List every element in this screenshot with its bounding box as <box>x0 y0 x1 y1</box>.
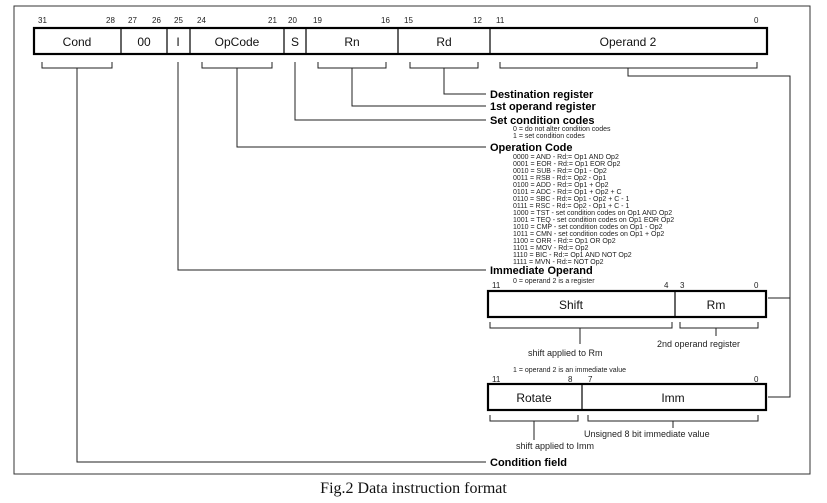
label-set-condition-codes: Set condition codes <box>490 115 595 127</box>
opcode-item: 1001 = TEQ - set condition codes on Op1 … <box>513 217 674 224</box>
imm-bit-0: 0 <box>754 375 759 384</box>
field-rm: Rm <box>707 298 726 312</box>
opcode-item: 1010 = CMP - set condition codes on Op1 … <box>513 224 663 231</box>
reg-bit-11: 11 <box>492 281 501 290</box>
bit-20: 20 <box>288 16 297 25</box>
set-cc-note-1: 1 = set condition codes <box>513 133 585 140</box>
reg-bit-3: 3 <box>680 281 685 290</box>
leader-lines <box>41 62 791 463</box>
imm-bit-7: 7 <box>588 375 593 384</box>
bit-16: 16 <box>381 16 390 25</box>
opcode-item: 1101 = MOV - Rd:= Op2 <box>513 245 588 252</box>
immediate-operand-format: 11 8 7 0 Rotate Imm shift applied to Imm… <box>486 375 768 451</box>
bit-31: 31 <box>38 16 47 25</box>
field-cond: Cond <box>63 35 92 49</box>
opcode-item: 1011 = CMN - set condition codes on Op1 … <box>513 231 664 238</box>
register-operand-box <box>486 289 768 319</box>
immediate-operand-note: 1 = operand 2 is an immediate value <box>513 367 626 374</box>
opcode-item: 0011 = RSB - Rd:= Op2 - Op1 <box>513 175 606 182</box>
imm-bit-8: 8 <box>568 375 573 384</box>
bit-0: 0 <box>754 16 759 25</box>
bit-27: 27 <box>128 16 137 25</box>
field-rd: Rd <box>436 35 451 49</box>
label-shift-applied-to-rm: shift applied to Rm <box>528 348 603 358</box>
bit-28: 28 <box>106 16 115 25</box>
opcode-list: 0000 = AND - Rd:= Op1 AND Op2 0001 = EOR… <box>513 154 674 266</box>
opcode-item: 1100 = ORR - Rd:= Op1 OR Op2 <box>513 238 616 245</box>
opcode-item: 0010 = SUB - Rd:= Op1 - Op2 <box>513 168 607 175</box>
set-cc-note-0: 0 = do not alter condition codes <box>513 126 611 133</box>
register-operand-format: 11 4 3 0 Shift Rm shift applied to Rm 2n… <box>486 281 768 358</box>
opcode-item: 0110 = SBC - Rd:= Op1 - Op2 + C - 1 <box>513 196 630 203</box>
field-s: S <box>291 35 299 49</box>
bit-26: 26 <box>152 16 161 25</box>
opcode-item: 1000 = TST - set condition codes on Op1 … <box>513 210 672 217</box>
label-shift-applied-to-imm: shift applied to Imm <box>516 441 594 451</box>
field-rn: Rn <box>344 35 359 49</box>
bit-24: 24 <box>197 16 206 25</box>
bit-11: 11 <box>496 16 505 25</box>
imm-bit-11: 11 <box>492 375 501 384</box>
reg-bit-0: 0 <box>754 281 759 290</box>
bit-19: 19 <box>313 16 322 25</box>
bit-15: 15 <box>404 16 413 25</box>
label-condition-field: Condition field <box>490 457 567 469</box>
field-00: 00 <box>137 35 151 49</box>
figure-frame <box>13 5 811 475</box>
label-first-operand-register: 1st operand register <box>490 101 596 113</box>
field-shift: Shift <box>559 298 584 312</box>
bit-21: 21 <box>268 16 277 25</box>
label-2nd-operand-register: 2nd operand register <box>657 339 740 349</box>
label-destination-register: Destination register <box>490 89 594 101</box>
opcode-item: 0111 = RSC - Rd:= Op2 - Op1 + C - 1 <box>513 203 629 210</box>
opcode-item: 0100 = ADD - Rd:= Op1 + Op2 <box>513 182 609 189</box>
opcode-item: 1111 = MVN - Rd:= NOT Op2 <box>513 259 604 266</box>
register-operand-note: 0 = operand 2 is a register <box>513 278 595 285</box>
instruction-bit-numbers: 31 28 27 26 25 24 21 20 19 16 15 12 11 0 <box>38 16 759 25</box>
label-unsigned-8bit-immediate: Unsigned 8 bit immediate value <box>584 429 710 439</box>
field-rotate: Rotate <box>516 391 552 405</box>
opcode-item: 1110 = BIC - Rd:= Op1 AND NOT Op2 <box>513 252 632 259</box>
bit-12: 12 <box>473 16 482 25</box>
field-i: I <box>176 35 179 49</box>
instruction-word-box <box>32 26 769 56</box>
label-immediate-operand: Immediate Operand <box>490 265 593 277</box>
figure-caption: Fig.2 Data instruction format <box>320 480 507 497</box>
label-operation-code: Operation Code <box>490 142 573 154</box>
opcode-item: 0001 = EOR - Rd:= Op1 EOR Op2 <box>513 161 620 168</box>
field-imm: Imm <box>661 391 684 405</box>
opcode-item: 0000 = AND - Rd:= Op1 AND Op2 <box>513 154 619 161</box>
instruction-word: Cond 00 I OpCode S Rn Rd Operand 2 <box>32 26 769 56</box>
field-opcode: OpCode <box>215 35 260 49</box>
bit-25: 25 <box>174 16 183 25</box>
immediate-operand-box <box>486 382 768 412</box>
field-operand2: Operand 2 <box>600 35 657 49</box>
reg-bit-4: 4 <box>664 281 669 290</box>
opcode-item: 0101 = ADC - Rd:= Op1 + Op2 + C <box>513 189 622 196</box>
